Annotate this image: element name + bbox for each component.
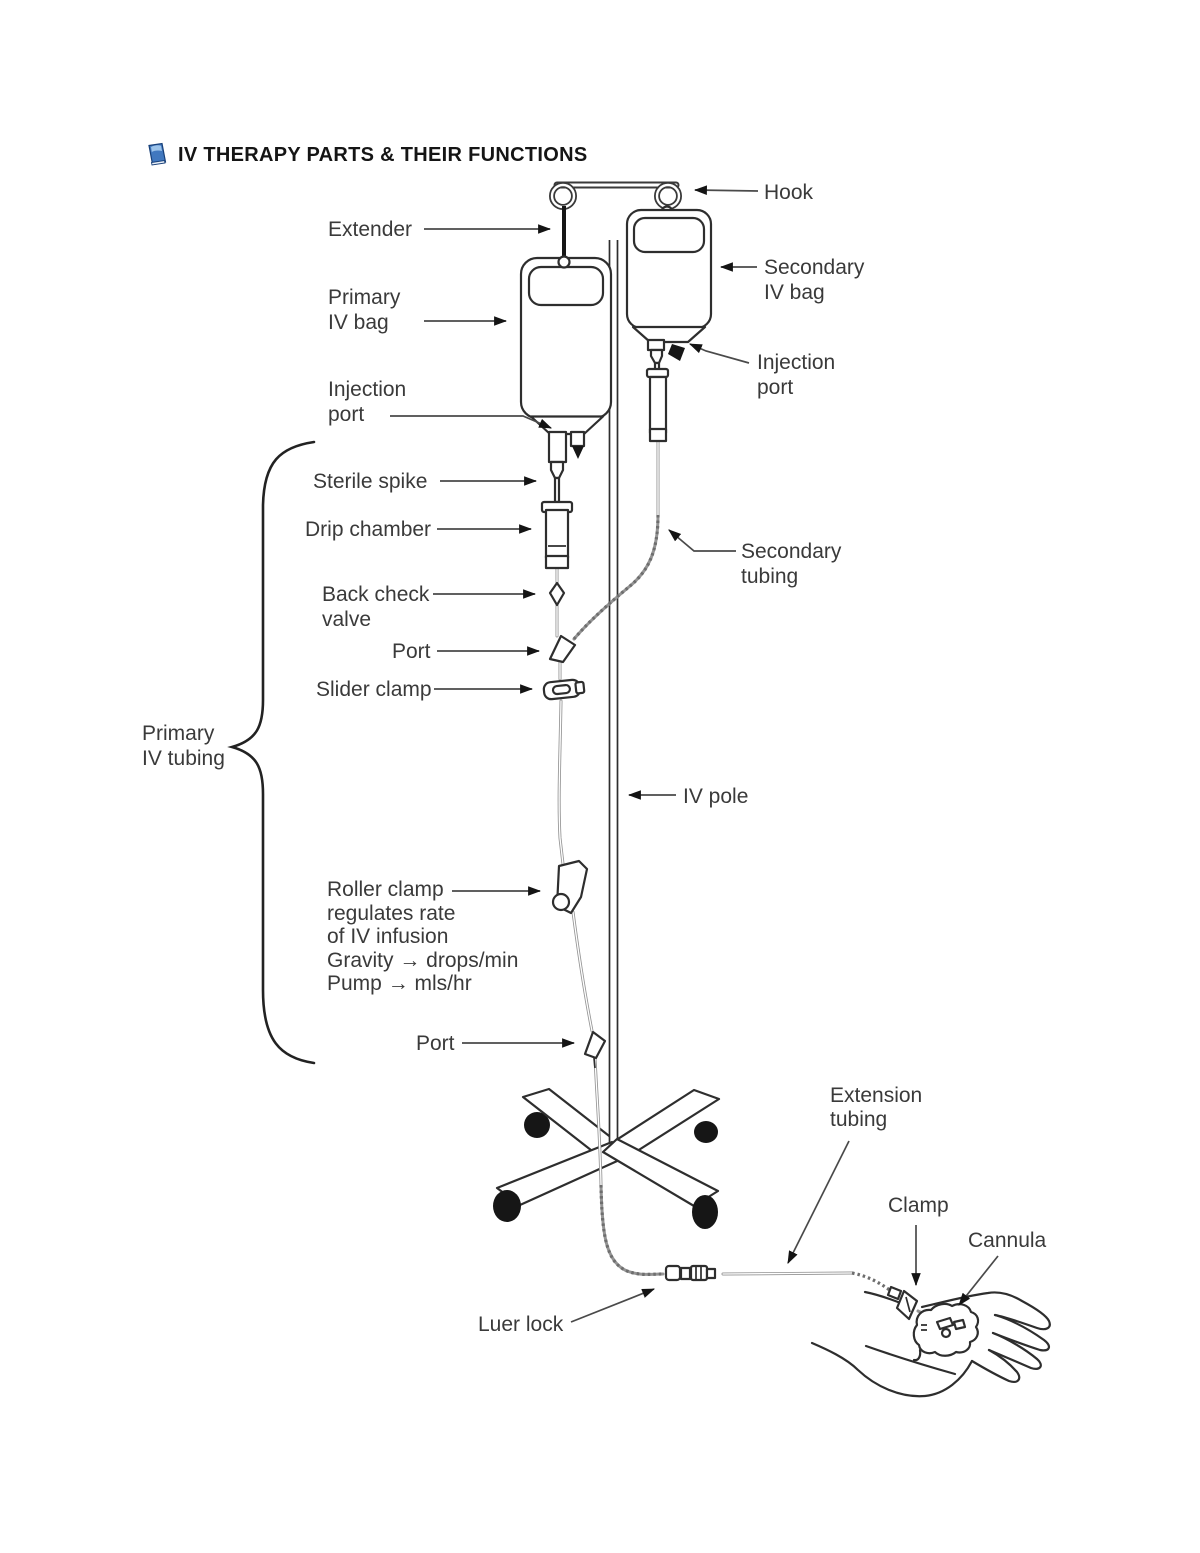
arrow-cannula — [958, 1255, 999, 1306]
caster-wheel — [692, 1195, 718, 1229]
injection-port — [668, 344, 685, 361]
ring-finger — [987, 1331, 1042, 1370]
extension-tubing — [721, 1271, 892, 1293]
little-finger — [970, 1348, 1021, 1383]
arrow-luer-lock — [570, 1288, 656, 1323]
cannula — [935, 1316, 955, 1331]
page-header: IV THERAPY PARTS & THEIR FUNCTIONS — [145, 142, 588, 168]
bag-eyelet — [557, 255, 571, 269]
label-cannula: Cannula — [968, 1229, 1047, 1252]
label-iv-pole: IV pole — [683, 785, 749, 808]
cannula-dressing — [912, 1302, 980, 1362]
label-secondary-tubing: Secondary tubing — [741, 540, 842, 588]
label-injection-port-right: Injection port — [757, 351, 836, 399]
index-finger — [920, 1291, 1051, 1331]
injection-port — [569, 430, 586, 448]
slider-clamp — [542, 678, 586, 701]
arrow-secondary-tubing — [668, 529, 736, 552]
hanger-bar — [549, 181, 682, 210]
y-port-lower — [583, 1030, 607, 1069]
caster-wheel — [524, 1112, 550, 1138]
thumb-line — [864, 1344, 957, 1376]
label-injection-port-left: Injection port — [328, 378, 407, 426]
pole-base-front — [493, 1137, 720, 1229]
secondary-iv-bag — [625, 205, 713, 443]
label-roller-clamp: Roller clamp regulates rate of IV infusi… — [327, 878, 519, 995]
sterile-spike — [549, 460, 565, 504]
arrow-injection-port-left — [390, 415, 552, 429]
middle-finger — [991, 1313, 1050, 1352]
drip-chamber — [645, 367, 670, 379]
label-secondary-iv-bag: Secondary IV bag — [764, 256, 865, 304]
caster-wheel — [493, 1190, 521, 1222]
bag-outlet-port — [646, 338, 666, 352]
primary-tubing — [555, 566, 665, 1276]
book-icon — [148, 142, 167, 166]
leader-arrows — [390, 185, 999, 1323]
palm-edge — [810, 1341, 974, 1398]
label-luer-lock: Luer lock — [478, 1313, 564, 1336]
label-port-lower: Port — [416, 1032, 455, 1055]
arrow-hook — [693, 185, 759, 195]
label-port-upper: Port — [392, 640, 431, 663]
drip-chamber — [540, 500, 574, 570]
wrist-clamp — [886, 1285, 919, 1321]
sterile-spike — [649, 348, 664, 365]
pole-base-rear — [521, 1087, 721, 1163]
label-slider-clamp: Slider clamp — [316, 678, 432, 701]
label-primary-iv-tubing: Primary IV tubing — [142, 722, 225, 770]
roller-clamp — [551, 859, 589, 915]
bag-outlet-port — [547, 430, 568, 464]
arrow-injection-port-right — [689, 343, 750, 364]
label-extender: Extender — [328, 218, 413, 241]
label-hook: Hook — [764, 181, 814, 204]
caster-wheel — [694, 1121, 718, 1143]
secondary-tubing — [572, 439, 660, 641]
label-primary-iv-bag: Primary IV bag — [328, 286, 401, 334]
primary-tubing-brace — [227, 440, 316, 1065]
label-extension-tubing: Extension tubing — [830, 1084, 923, 1131]
label-drip-chamber: Drip chamber — [305, 518, 432, 541]
label-sterile-spike: Sterile spike — [313, 470, 428, 493]
luer-lock — [664, 1264, 717, 1282]
label-back-check-valve: Back check valve — [322, 583, 430, 631]
primary-iv-bag — [519, 255, 613, 464]
y-port-upper — [548, 634, 577, 664]
page-title: IV THERAPY PARTS & THEIR FUNCTIONS — [178, 143, 588, 166]
arrow-extension-tubing — [787, 1140, 850, 1264]
back-check-valve — [548, 581, 566, 607]
label-clamp: Clamp — [888, 1194, 949, 1217]
